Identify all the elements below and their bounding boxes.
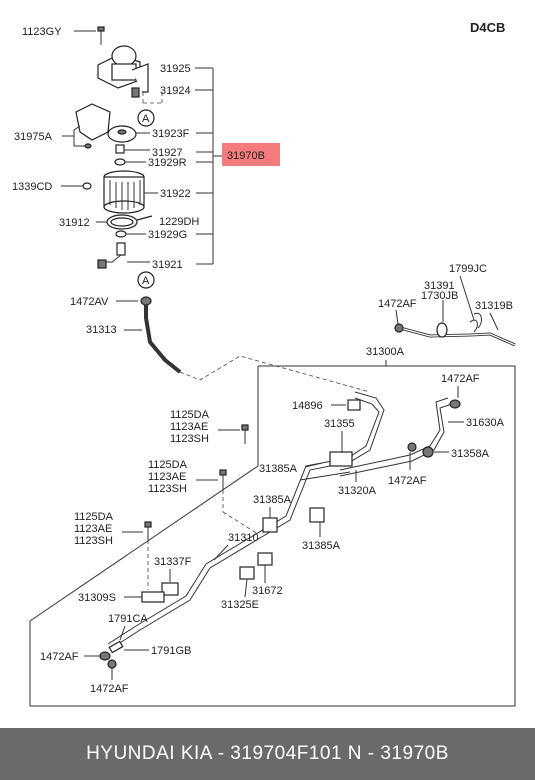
label-31385A-b: 31385A [253,494,292,506]
bracket-part [75,103,111,141]
label-1799JC: 1799JC [449,263,487,275]
bracket-31309S [141,591,165,603]
bolt-icon [241,424,249,431]
clip-31672 [257,552,273,566]
label-31975A: 31975A [14,131,53,143]
label-31929G: 31929G [148,229,187,241]
label-1123SH-a: 1123SH [170,433,209,445]
label-31300A: 31300A [366,346,405,358]
label-1229DH: 1229DH [159,216,199,228]
label-1125DA-c: 1125DA [74,511,114,523]
label-31325E: 31325E [221,599,259,611]
label-31391: 31391 [424,280,455,292]
ref-marker-a-top-label: A [142,113,150,125]
assembly-outline [29,365,516,707]
label-1472AF-c: 1472AF [388,475,427,487]
parts-diagram: D4CB 1123GY 31925 31924 A 31975A 31923F … [12,20,516,707]
label-31672: 31672 [252,585,283,597]
label-1123SH-c: 1123SH [74,535,113,547]
label-31929R: 31929R [148,157,187,169]
label-1472AV: 1472AV [70,296,109,308]
part-number-footer: HYUNDAI KIA - 319704F101 N - 31970B [0,728,535,780]
label-31927: 31927 [152,147,183,159]
label-1123AE-c: 1123AE [74,523,112,535]
label-31922: 31922 [160,188,191,200]
label-31630A: 31630A [466,417,505,429]
highlight-31970B-label: 31970B [227,150,265,162]
fuel-tube-pair [107,391,453,649]
bolt-icon [97,26,105,32]
filter-element-part [103,170,145,214]
label-31385A-c: 31385A [302,540,341,552]
highlight-31970B-box[interactable] [222,143,280,166]
label-31925: 31925 [160,63,191,75]
label-1125DA-a: 1125DA [170,409,210,421]
sensor-part [97,242,126,269]
label-1472AF-a: 1472AF [378,298,417,310]
filter-head-part [97,45,149,98]
label-1339CD: 1339CD [12,181,52,193]
clip-31337F [161,582,179,596]
label-31921: 31921 [152,259,183,271]
label-31912: 31912 [59,217,90,229]
bolt-icon [219,469,227,476]
label-31310: 31310 [228,532,259,544]
label-1472AF-b: 1472AF [441,373,480,385]
label-31923F: 31923F [152,128,190,140]
ref-marker-a-top [137,109,155,127]
label-1472AF-d: 1472AF [40,651,79,663]
label-31924: 31924 [160,85,191,97]
label-1125DA-b: 1125DA [148,459,188,471]
clip-14896 [347,399,361,411]
label-31309S: 31309S [78,592,116,604]
label-1730JB: 1730JB [421,290,458,302]
label-31319B: 31319B [475,300,513,312]
label-31355: 31355 [324,418,355,430]
label-31358A: 31358A [451,448,490,460]
label-1123GY: 1123GY [22,26,62,38]
hose-31319B [399,326,516,347]
ref-marker-a-bottom-label: A [142,275,150,287]
label-31320A: 31320A [338,485,377,497]
bracket-31355 [329,451,353,467]
label-31385A-a: 31385A [259,463,298,475]
hose-31313 [144,305,182,374]
diagram-code: D4CB [470,20,505,35]
clip-31385A-b [262,517,278,533]
label-1123AE-b: 1123AE [148,471,186,483]
ref-marker-a-bottom [137,271,155,289]
label-31337F: 31337F [154,556,192,568]
label-1123AE-a: 1123AE [170,421,208,433]
clip-31385A-c [309,507,325,523]
label-1791CA: 1791CA [108,613,148,625]
clip-31325E [239,566,255,580]
label-1791GB: 1791GB [151,645,191,657]
label-1472AF-e: 1472AF [90,683,129,695]
label-1123SH-b: 1123SH [148,483,187,495]
label-31313: 31313 [86,324,117,336]
label-14896: 14896 [292,400,323,412]
bolt-icon [144,521,152,528]
